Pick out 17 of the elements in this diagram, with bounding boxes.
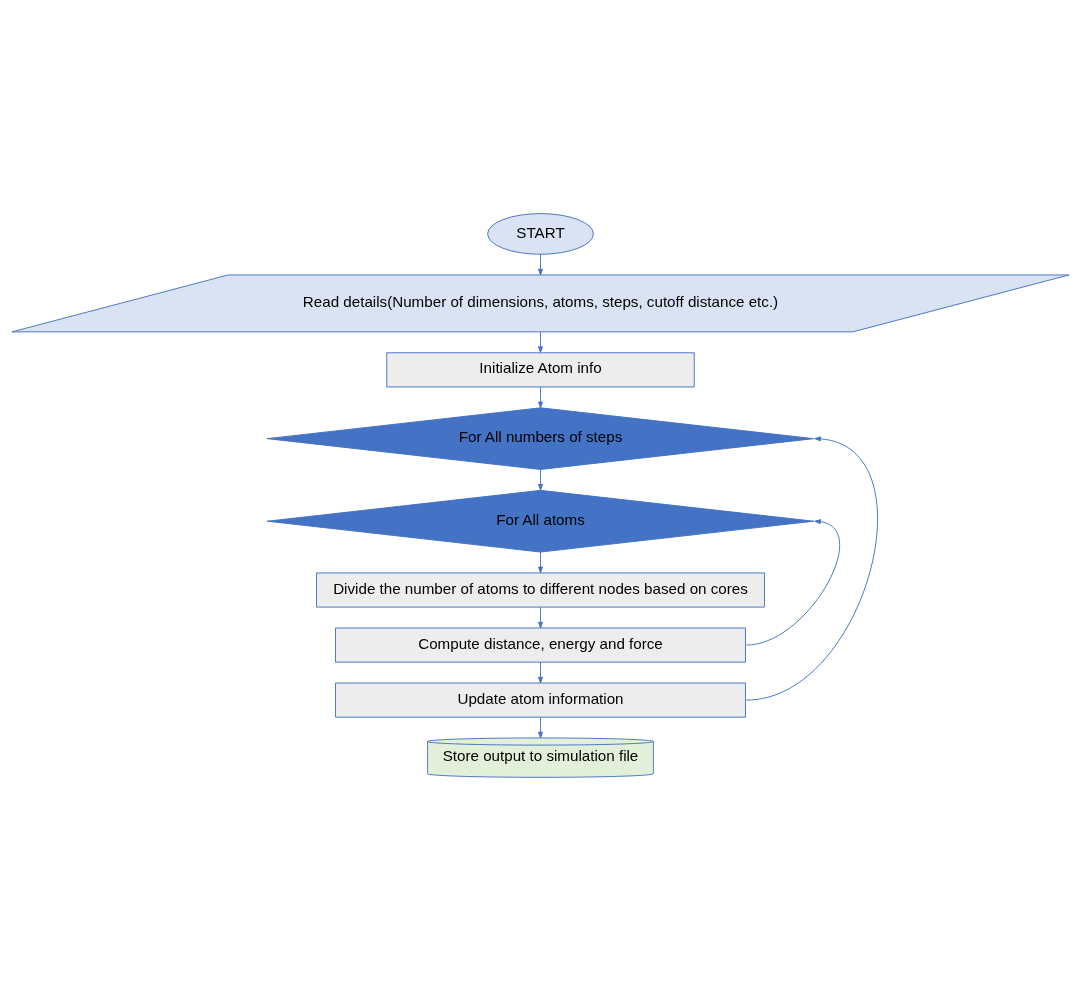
- arrow: [745, 518, 841, 646]
- node-box: Divide the number of atoms to different nodes based on cores: [316, 571, 765, 608]
- arrow: [745, 435, 878, 701]
- arrow: [538, 468, 543, 491]
- node-box: Update atom information: [335, 682, 746, 718]
- arrow: [538, 331, 543, 353]
- arrow: [538, 253, 543, 275]
- arrow: [538, 386, 543, 408]
- node-diamond: For All numbers of steps: [266, 406, 815, 470]
- arrow: [538, 661, 543, 683]
- arrow: [538, 716, 543, 738]
- arrow: [538, 606, 543, 628]
- node-box: Compute distance, energy and force: [335, 627, 746, 663]
- node-diamond: For All atoms: [266, 489, 815, 553]
- arrow: [538, 551, 543, 573]
- node-ellipse: START: [487, 212, 594, 255]
- node-box: Initialize Atom info: [386, 351, 695, 387]
